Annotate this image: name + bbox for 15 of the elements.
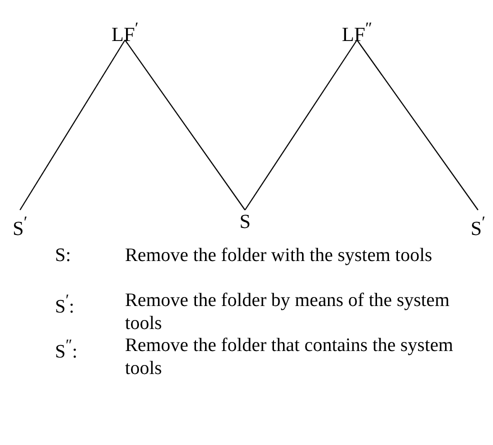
node-label: S$^{′}$ bbox=[465, 210, 491, 234]
abbreviation-key: S$^{′}$: bbox=[55, 289, 74, 320]
node-label: LF$^{″}$ bbox=[337, 16, 377, 40]
definition-text: Remove the folder by means of the system tools bbox=[125, 289, 451, 335]
abbreviation-key: S: bbox=[55, 244, 71, 268]
connector-line bbox=[356, 40, 478, 210]
definition-text: Remove the folder that contains the system tools bbox=[125, 334, 454, 380]
abbreviation-key: S$^{″}$: bbox=[55, 334, 78, 364]
node-label: LF$^{′}$ bbox=[105, 16, 145, 40]
node-label: S bbox=[232, 210, 258, 234]
definition-text: Remove the folder with the system tools bbox=[125, 244, 434, 267]
connector-line bbox=[20, 40, 126, 210]
node-label: S$^{′}$ bbox=[7, 210, 33, 234]
connector-line bbox=[124, 40, 246, 210]
connector-line bbox=[244, 40, 358, 210]
